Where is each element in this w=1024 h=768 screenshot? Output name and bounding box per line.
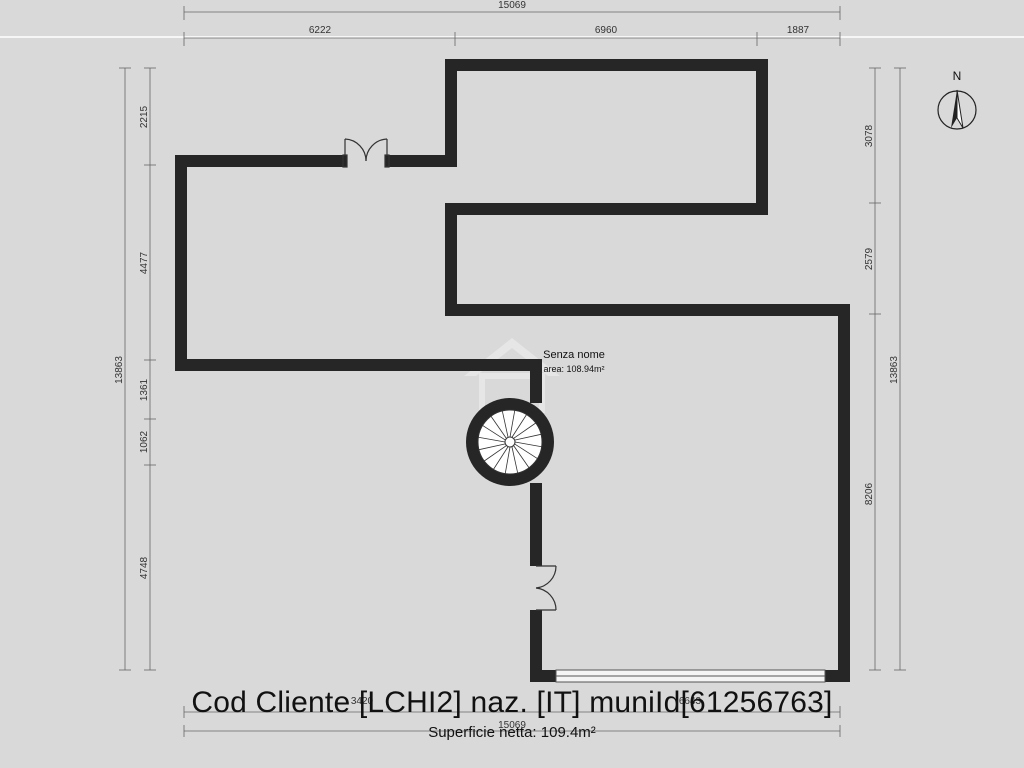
right-total-dimension: 13863 — [889, 356, 900, 384]
stair-tread — [484, 445, 507, 462]
left-dimension-3: 1361 — [139, 378, 150, 401]
walls — [175, 59, 850, 682]
north-arrow-icon — [937, 89, 977, 130]
left-dimension-2: 4477 — [139, 251, 150, 274]
wall-bottom-left — [530, 610, 556, 682]
stair-tread — [478, 443, 506, 451]
room-area: area: 108.94m² — [543, 364, 604, 374]
footer-title: Cod Cliente [LCHI2] naz. [IT] muniId[612… — [191, 686, 833, 719]
wall-left-wing — [175, 155, 542, 403]
door-middle — [535, 565, 557, 611]
left-dimensions — [119, 67, 156, 671]
footer-area: Superficie netta: 109.4m² — [428, 724, 596, 741]
stair-tread — [493, 446, 509, 470]
left-dimension-1: 2215 — [139, 105, 150, 128]
stair-tread — [482, 425, 506, 441]
top-dimension-2: 6960 — [595, 25, 618, 36]
spiral-staircase — [466, 398, 554, 486]
north-label: N — [953, 69, 962, 83]
left-total-dimension: 13863 — [114, 356, 125, 384]
stair-tread — [490, 416, 507, 439]
top-total-dimension: 15069 — [498, 0, 526, 11]
bottom-dimension-1: 3420 — [351, 696, 374, 707]
stair-tread — [504, 446, 511, 474]
left-dimension-4: 1062 — [139, 430, 150, 453]
right-dimension-1: 3078 — [864, 124, 875, 147]
wall-right-wing — [387, 59, 850, 682]
door-top — [342, 138, 390, 168]
stair-tread — [513, 422, 536, 439]
window-bottom — [555, 669, 826, 683]
right-dimensions — [869, 67, 906, 671]
stair-tread — [514, 433, 542, 441]
bottom-dimension-2: 6643 — [679, 696, 702, 707]
right-dimension-3: 8206 — [864, 482, 875, 505]
left-dimension-5: 4748 — [139, 556, 150, 579]
stair-tread — [514, 441, 542, 448]
room-name: Senza nome — [543, 349, 605, 361]
stair-tread — [509, 410, 516, 438]
stair-tread — [501, 410, 509, 438]
top-dimension-3: 1887 — [787, 25, 810, 36]
stair-tread — [514, 443, 538, 459]
stair-tread — [511, 414, 527, 438]
bottom-total-dimension: 15069 — [498, 720, 526, 731]
top-dimensions — [183, 6, 841, 46]
bottom-dimensions — [183, 706, 841, 737]
top-dimension-1: 6222 — [309, 25, 332, 36]
stair-tread — [478, 436, 506, 443]
stair-tread — [513, 445, 530, 468]
right-dimension-2: 2579 — [864, 247, 875, 270]
stair-tread — [511, 446, 519, 474]
